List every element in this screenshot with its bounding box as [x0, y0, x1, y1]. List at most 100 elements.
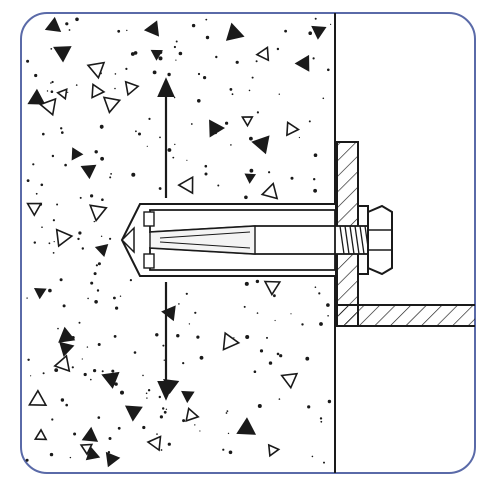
concrete-speck	[186, 159, 188, 161]
concrete-speck	[52, 252, 55, 254]
concrete-speck	[131, 172, 136, 177]
concrete-speck	[175, 59, 177, 61]
concrete-speck	[62, 304, 66, 308]
thread-line	[349, 225, 355, 255]
concrete-speck	[313, 153, 318, 157]
concrete-speck	[290, 176, 294, 180]
concrete-speck	[107, 451, 111, 454]
concrete-speck	[48, 288, 52, 293]
concrete-speck	[215, 55, 218, 59]
aggregate-stone	[280, 372, 299, 390]
concrete-speck	[30, 375, 32, 377]
concrete-speck	[65, 403, 68, 407]
concrete-speck	[174, 143, 176, 146]
bracket-horizontal-leg	[336, 304, 475, 327]
aggregate-stone	[94, 244, 109, 258]
concrete-speck	[327, 68, 330, 72]
concrete-speck	[95, 264, 98, 267]
concrete-speck	[307, 405, 311, 409]
concrete-speck	[176, 334, 180, 338]
concrete-speck	[203, 76, 207, 80]
aggregate-stone	[59, 341, 75, 357]
concrete-speck	[101, 370, 104, 373]
concrete-speck	[57, 327, 59, 330]
concrete-speck	[274, 319, 276, 322]
concrete-speck	[318, 292, 321, 295]
concrete-speck	[268, 361, 273, 365]
aggregate-stone	[56, 87, 68, 101]
aggregate-stone	[150, 49, 163, 61]
concrete-speck	[97, 343, 101, 346]
concrete-speck	[61, 131, 64, 134]
concrete-speck	[26, 297, 28, 299]
concrete-speck	[147, 389, 151, 392]
concrete-speck	[330, 23, 332, 25]
concrete-speck	[135, 130, 137, 133]
concrete-speck	[59, 278, 63, 282]
concrete-speck	[308, 120, 311, 123]
concrete-speck	[35, 192, 38, 195]
concrete-speck	[167, 148, 172, 152]
concrete-speck	[256, 111, 259, 114]
aggregate-stone	[81, 426, 99, 442]
concrete-speck	[235, 60, 239, 64]
hex-nut-icon	[367, 204, 393, 276]
concrete-speck	[138, 132, 141, 136]
aggregate-stone	[71, 147, 84, 161]
concrete-speck	[268, 171, 271, 174]
concrete-speck	[248, 89, 251, 92]
concrete-speck	[97, 262, 101, 266]
concrete-speck	[196, 335, 200, 339]
concrete-speck	[68, 29, 71, 31]
aggregate-stone	[267, 443, 281, 458]
concrete-speck	[117, 29, 121, 33]
concrete-speck	[87, 297, 89, 300]
aggregate-stone	[86, 61, 106, 80]
concrete-speck	[314, 17, 317, 20]
concrete-speck	[172, 156, 175, 159]
concrete-speck	[167, 442, 171, 446]
aggregate-stone	[80, 164, 97, 180]
concrete-speck	[163, 410, 167, 414]
aggregate-stone	[26, 202, 43, 217]
concrete-speck	[93, 369, 97, 373]
concrete-speck	[173, 45, 176, 49]
aggregate-stone	[79, 443, 94, 456]
concrete-speck	[273, 294, 276, 298]
thread-line	[354, 225, 360, 255]
aggregate-stone	[55, 228, 74, 248]
concrete-speck	[94, 300, 98, 304]
concrete-speck	[159, 415, 163, 419]
concrete-speck	[298, 136, 300, 139]
concrete-speck	[90, 194, 94, 198]
concrete-speck	[109, 237, 112, 240]
expansion-sleeve	[120, 209, 336, 271]
thread-line	[359, 225, 365, 255]
concrete-speck	[327, 315, 329, 317]
aggregate-stone	[38, 97, 57, 117]
concrete-speck	[276, 352, 280, 356]
concrete-speck	[145, 392, 148, 395]
aggregate-stone	[91, 83, 106, 99]
concrete-speck	[146, 397, 148, 399]
aggregate-stone	[236, 417, 257, 435]
aggregate-stone	[181, 390, 195, 404]
concrete-speck	[253, 370, 257, 374]
concrete-speck	[162, 407, 165, 410]
aggregate-stone	[143, 20, 160, 37]
aggregate-stone	[33, 428, 48, 441]
concrete-speck	[75, 84, 78, 86]
concrete-speck	[222, 448, 225, 451]
concrete-speck	[126, 29, 128, 32]
concrete-speck	[49, 452, 54, 457]
aggregate-stone	[260, 182, 279, 200]
concrete-speck	[79, 196, 82, 199]
aggregate-stone	[85, 446, 101, 461]
concrete-speck	[60, 127, 63, 130]
concrete-speck	[25, 458, 29, 462]
concrete-speck	[81, 358, 83, 360]
concrete-speck	[249, 136, 253, 141]
concrete-speck	[245, 335, 250, 339]
concrete-speck	[158, 395, 161, 399]
concrete-speck	[125, 67, 128, 70]
